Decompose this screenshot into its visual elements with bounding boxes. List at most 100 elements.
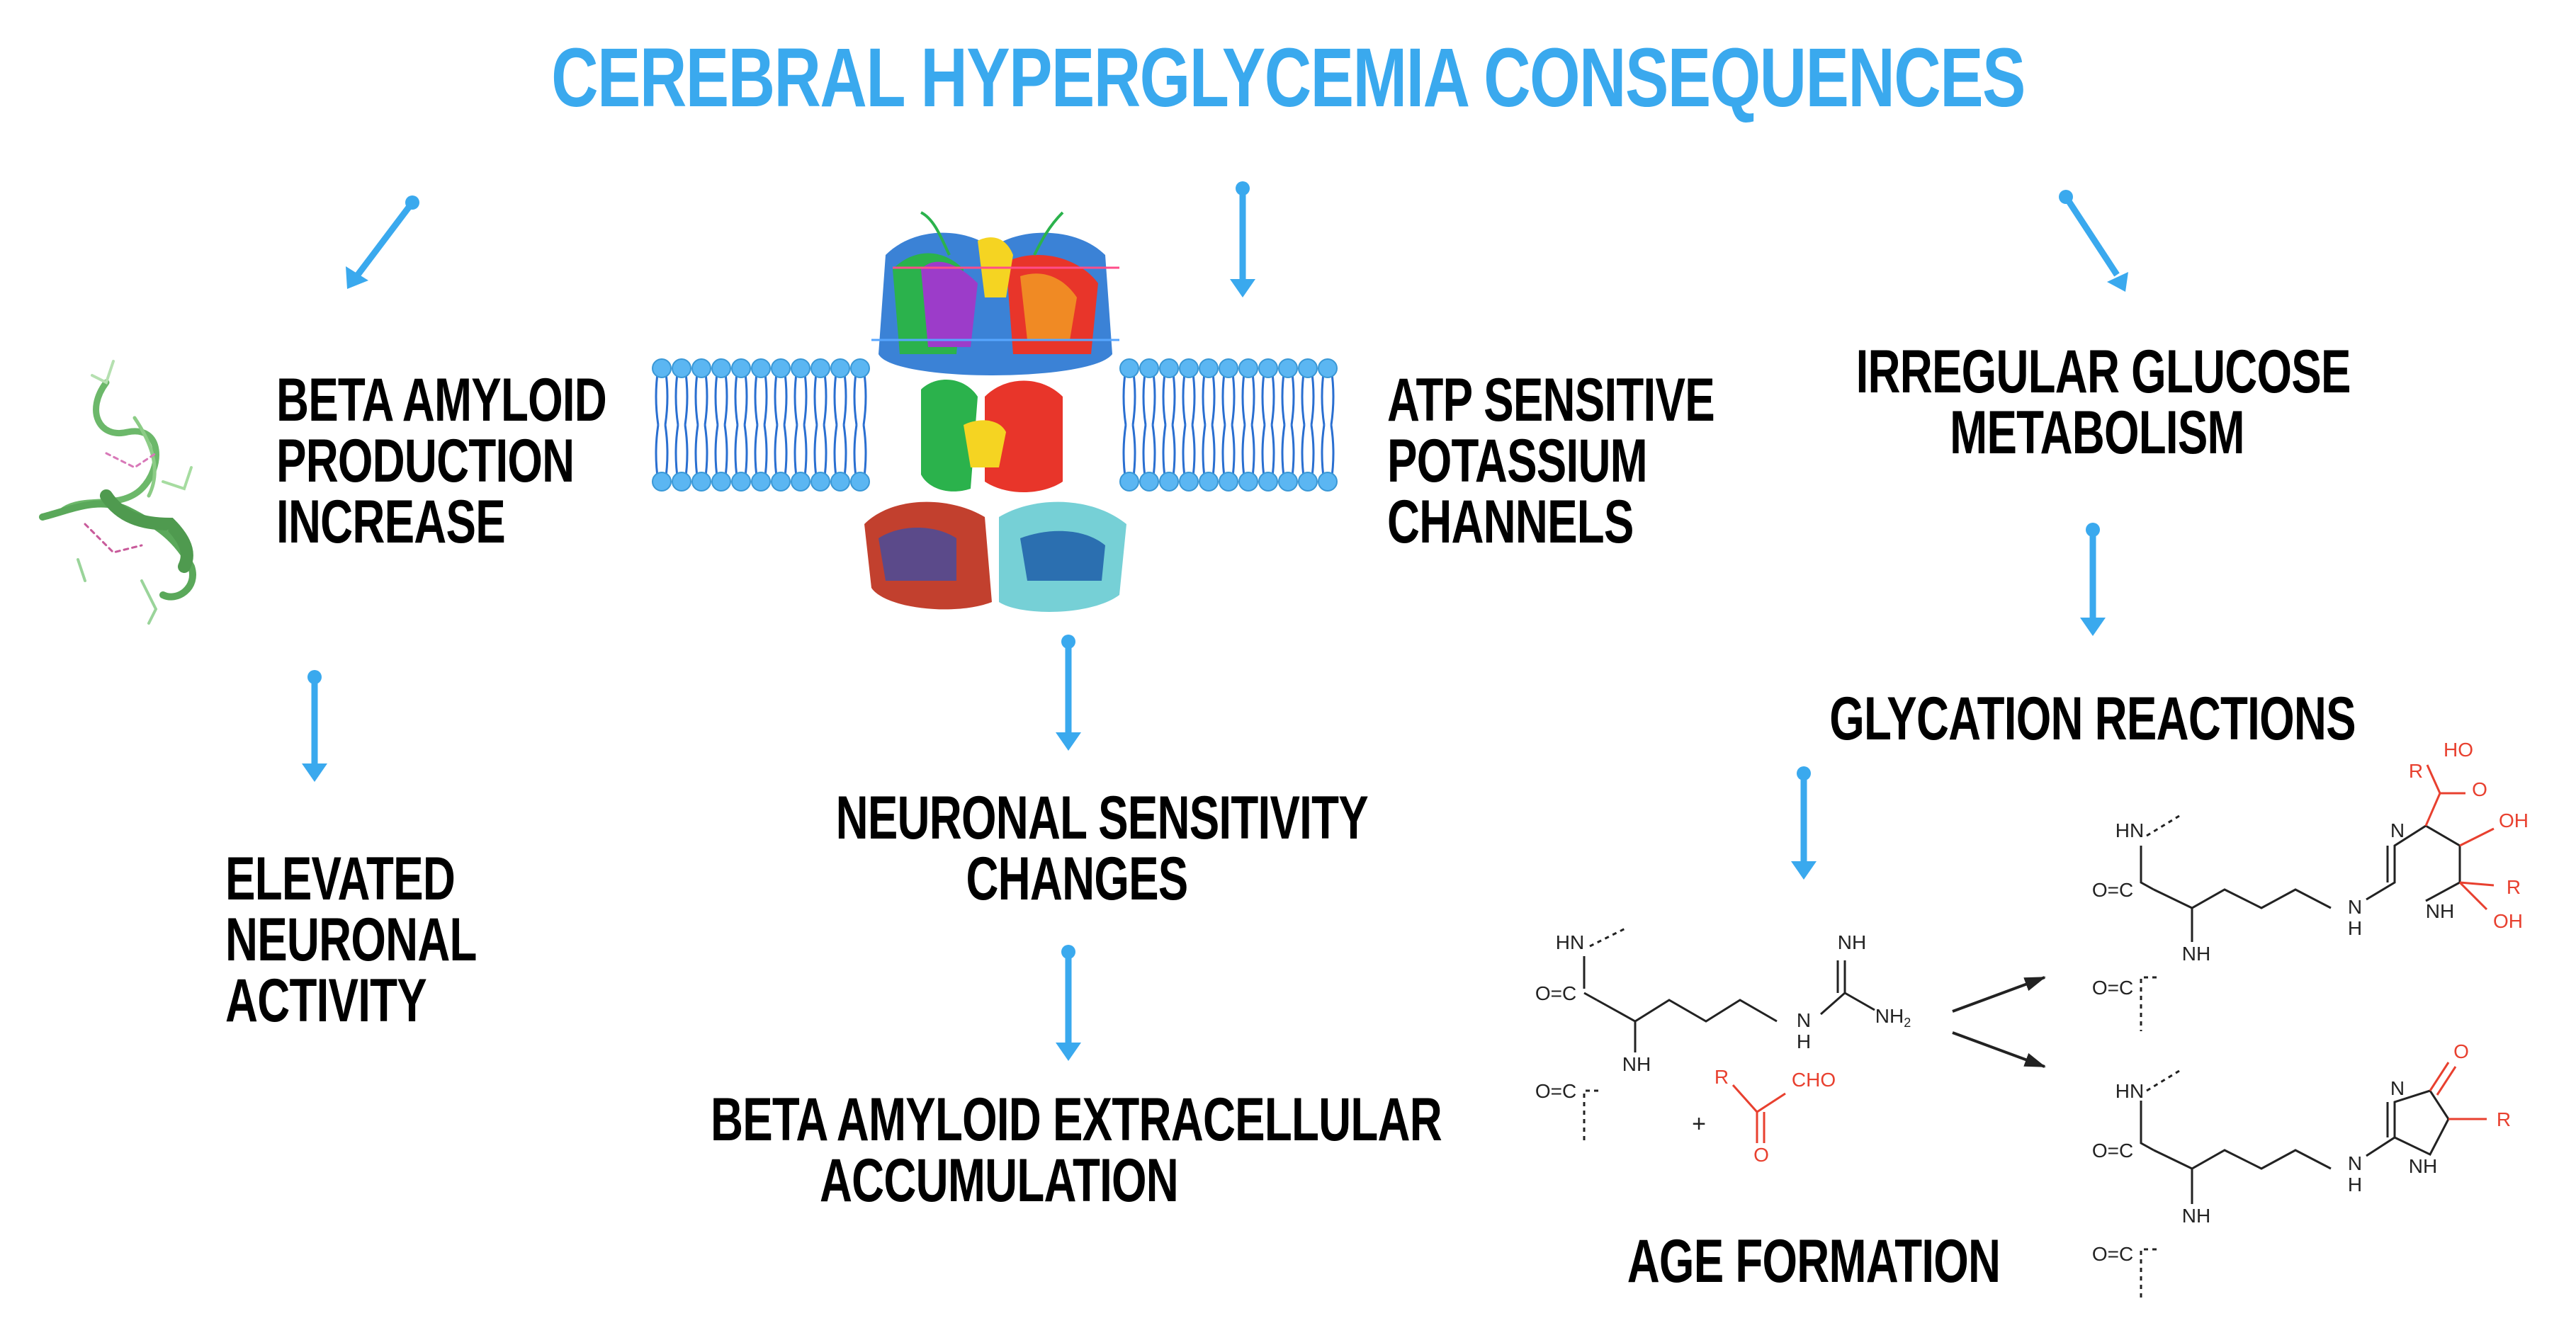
node-line: AGE FORMATION <box>1627 1227 2001 1295</box>
node-line: CHANNELS <box>1387 488 1634 556</box>
node-neuronal-sensitivity: NEURONAL SENSITIVITY CHANGES <box>835 784 1369 909</box>
chem-hn: HN <box>1556 931 1584 953</box>
lipid-head <box>1278 358 1298 378</box>
node-line: INCREASE <box>276 488 506 556</box>
lipid-head <box>731 358 751 378</box>
chem-cho: CHO <box>1792 1069 1836 1091</box>
lipid-head <box>751 358 771 378</box>
membrane-heads <box>652 358 1338 492</box>
lipid-head <box>711 358 731 378</box>
lipid-head <box>1318 358 1338 378</box>
node-line: IRREGULAR GLUCOSE <box>1855 338 2351 406</box>
chem-o: O <box>1753 1144 1769 1166</box>
chem-o-c: O=C <box>2092 1140 2133 1162</box>
node-line: ACCUMULATION <box>819 1147 1179 1215</box>
chem-o: O <box>2453 1040 2469 1062</box>
diagram-title: CEREBRAL HYPERGLYCEMIA CONSEQUENCES <box>551 31 2026 125</box>
lipid-head <box>652 472 672 492</box>
reaction-arrow-upper <box>1952 976 2046 1013</box>
lipid-head <box>850 358 870 378</box>
arrow-to-neuronal-sensitivity <box>1056 635 1081 751</box>
chem-nh: NH <box>1622 1053 1651 1075</box>
lipid-head <box>1298 358 1318 378</box>
chem-oh: OH <box>2493 910 2523 932</box>
chem-ho: HO <box>2444 739 2473 761</box>
lipid-head <box>1119 358 1139 378</box>
chem-nh-imine: NH <box>1838 931 1866 953</box>
node-line: NEURONAL SENSITIVITY <box>835 784 1369 852</box>
chem-nh: NH <box>2426 900 2454 922</box>
lipid-head <box>771 358 791 378</box>
chem-h: H <box>2348 1174 2362 1196</box>
node-elevated-neuronal-activity: ELEVATED NEURONAL ACTIVITY <box>225 848 477 1031</box>
arrow-to-glycation <box>2080 523 2106 636</box>
node-line: POTASSIUM <box>1387 427 1648 495</box>
flow-arrows <box>302 181 2128 1061</box>
lipid-head <box>1159 472 1179 492</box>
chem-r: R <box>2507 876 2521 898</box>
node-line: ACTIVITY <box>225 967 427 1035</box>
node-atp-sensitive-channels: ATP SENSITIVE POTASSIUM CHANNELS <box>1387 366 1715 556</box>
chem-hn: HN <box>2115 1080 2144 1102</box>
lipid-head <box>691 358 711 378</box>
chem-n: N <box>2390 819 2405 841</box>
glycation-chemistry-scheme: HN O=C NH O=C N H NH NH2 + R CHO O <box>1535 739 2529 1300</box>
node-irregular-glucose: IRREGULAR GLUCOSE METABOLISM <box>1855 338 2351 463</box>
lipid-head <box>731 472 751 492</box>
node-beta-amyloid-production: BETA AMYLOID PRODUCTION INCREASE <box>276 366 607 556</box>
lipid-head <box>1258 472 1278 492</box>
chem-n: N <box>2390 1077 2405 1099</box>
node-glycation-reactions: GLYCATION REACTIONS <box>1829 685 2356 753</box>
channel-protein <box>864 211 1126 612</box>
katp-channel-illustration <box>652 211 1346 612</box>
dicarbonyl-reagent: R CHO O <box>1714 1066 1836 1166</box>
lipid-head <box>1219 358 1238 378</box>
chem-h: H <box>2348 917 2362 939</box>
chem-o: O <box>2472 778 2487 800</box>
lipid-head <box>1199 358 1219 378</box>
chem-hn: HN <box>2115 819 2144 841</box>
chem-plus: + <box>1692 1111 1706 1137</box>
lipid-head <box>1159 358 1179 378</box>
lipid-head <box>652 358 672 378</box>
arrow-to-beta-accumulation <box>1056 945 1081 1061</box>
lipid-head <box>1139 472 1159 492</box>
lipid-head <box>1278 472 1298 492</box>
lipid-head <box>810 472 830 492</box>
chem-n: N <box>2348 1152 2362 1174</box>
lipid-head <box>1199 472 1219 492</box>
node-line: PRODUCTION <box>276 427 575 495</box>
beta-amyloid-protein-illustration <box>39 360 196 625</box>
arrow-to-irregular-glucose <box>2059 190 2128 292</box>
arrow-to-elevated-activity <box>302 670 327 782</box>
lipid-head <box>771 472 791 492</box>
lipid-head <box>830 358 850 378</box>
lipid-head <box>672 472 691 492</box>
lipid-head <box>791 472 810 492</box>
lipid-head <box>751 472 771 492</box>
lipid-head <box>1219 472 1238 492</box>
chem-r: R <box>2409 760 2423 782</box>
lipid-head <box>850 472 870 492</box>
chem-r: R <box>2497 1108 2511 1130</box>
arginine-reactant: HN O=C NH O=C N H NH NH2 <box>1535 926 1911 1140</box>
node-line: GLYCATION REACTIONS <box>1829 685 2356 753</box>
lipid-head <box>1139 358 1159 378</box>
lipid-head <box>791 358 810 378</box>
chem-oh: OH <box>2499 810 2529 831</box>
chem-o-c: O=C <box>2092 977 2133 999</box>
reaction-arrow-lower <box>1952 1031 2046 1068</box>
node-line: BETA AMYLOID <box>276 366 607 434</box>
lipid-head <box>1318 472 1338 492</box>
node-age-formation: AGE FORMATION <box>1625 1231 2003 1292</box>
node-line: ATP SENSITIVE <box>1387 366 1715 434</box>
chem-n: N <box>2348 896 2362 918</box>
lipid-head <box>1179 472 1199 492</box>
lipid-head <box>711 472 731 492</box>
lipid-head <box>830 472 850 492</box>
chem-nh: NH <box>2182 943 2210 965</box>
product-upper: HN O=C NH O=C N H N NH R HO O OH R OH <box>2092 739 2529 1031</box>
chem-o-c: O=C <box>1535 1080 1576 1102</box>
arrow-to-age <box>1791 766 1817 880</box>
